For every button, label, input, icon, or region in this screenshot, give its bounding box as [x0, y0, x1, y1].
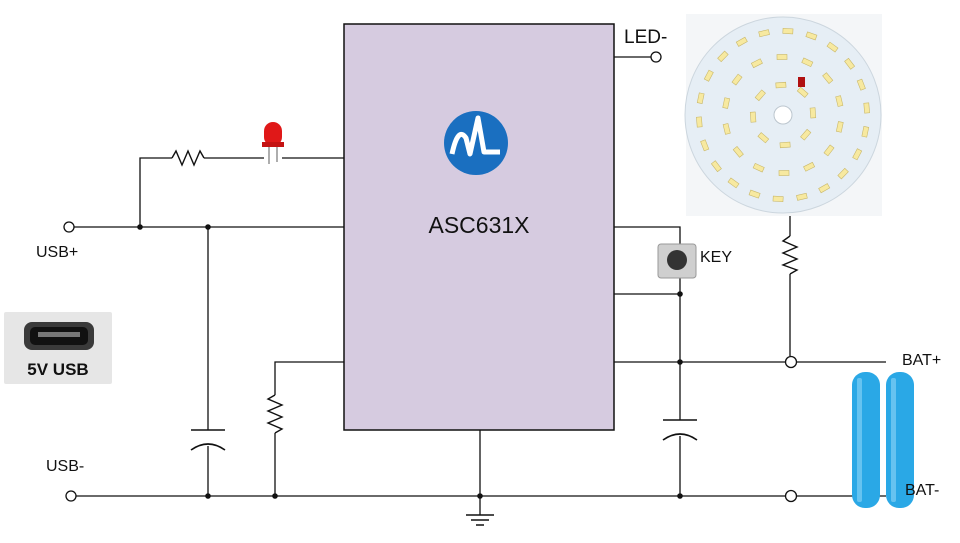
smd-led	[800, 128, 812, 141]
smd-led	[782, 27, 794, 35]
smd-led	[801, 57, 814, 68]
chip-logo-icon	[444, 111, 508, 175]
usb-plus-label: USB+	[36, 244, 79, 261]
smd-led	[722, 123, 731, 135]
smd-led	[796, 192, 808, 201]
key-switch-icon	[657, 243, 697, 279]
smd-led	[779, 141, 791, 149]
red-led-icon	[262, 122, 284, 164]
usb-plus-terminal	[63, 221, 75, 233]
resistor-pcb	[781, 235, 799, 275]
usb-minus-terminal	[65, 490, 77, 502]
smd-led	[732, 146, 744, 158]
led-minus-label: LED-	[624, 27, 668, 48]
smd-led	[861, 126, 870, 138]
smd-led	[778, 170, 790, 176]
capacitor-bat	[662, 419, 698, 441]
usb-connector-image: 5V USB	[4, 312, 112, 384]
smd-led	[826, 41, 839, 53]
smd-led	[748, 189, 761, 199]
terminal-circles	[63, 51, 798, 503]
resistor-left	[266, 394, 284, 434]
smd-led	[731, 73, 743, 86]
led-minus-terminal	[650, 51, 662, 63]
smd-led	[809, 107, 817, 119]
smd-led	[844, 57, 856, 70]
smd-led	[805, 31, 818, 41]
smd-led	[757, 132, 770, 144]
wires	[74, 56, 886, 515]
ground-icon	[466, 514, 494, 526]
key-label: KEY	[700, 249, 733, 266]
battery-cell-2	[886, 372, 914, 508]
smd-led	[758, 29, 770, 38]
resistor-led	[171, 149, 205, 167]
smd-led	[775, 81, 787, 89]
bat-plus-terminal	[784, 355, 798, 369]
smd-led	[835, 95, 844, 107]
usb-minus-label: USB-	[46, 458, 85, 475]
bat-plus-label: BAT+	[902, 352, 942, 369]
smd-led	[727, 177, 740, 189]
smd-led	[717, 50, 729, 63]
smd-led	[710, 160, 722, 173]
smd-led	[735, 36, 748, 47]
smd-led	[754, 89, 766, 102]
smd-led	[822, 72, 834, 84]
smd-led	[803, 161, 816, 172]
bat-minus-label: BAT-	[905, 482, 940, 499]
smd-led	[835, 121, 844, 133]
bat-minus-terminal	[784, 489, 798, 503]
battery-cell-1	[852, 372, 880, 508]
smd-led	[837, 167, 849, 180]
smd-led	[863, 102, 870, 114]
smd-led	[852, 148, 863, 161]
smd-led	[703, 69, 714, 82]
smd-led	[696, 116, 703, 128]
smd-led	[772, 195, 784, 203]
smd-led	[823, 144, 835, 157]
smd-led	[722, 97, 731, 109]
usb-connector-text: 5V USB	[27, 360, 89, 379]
capacitor-usb	[190, 429, 226, 451]
smd-led	[752, 162, 765, 173]
ic-chip-body	[343, 23, 615, 431]
smd-led	[818, 183, 831, 194]
micro-usb-icon	[24, 322, 94, 350]
smd-led	[696, 92, 705, 104]
smd-led	[856, 78, 866, 91]
smd-led	[700, 139, 710, 152]
smd-led	[796, 86, 809, 98]
led-pcb-board	[684, 14, 882, 216]
smd-led	[749, 111, 757, 123]
smd-led	[776, 54, 788, 60]
smd-led	[750, 58, 763, 69]
chip-name: ASC631X	[428, 212, 530, 238]
junction-dots	[137, 224, 683, 499]
